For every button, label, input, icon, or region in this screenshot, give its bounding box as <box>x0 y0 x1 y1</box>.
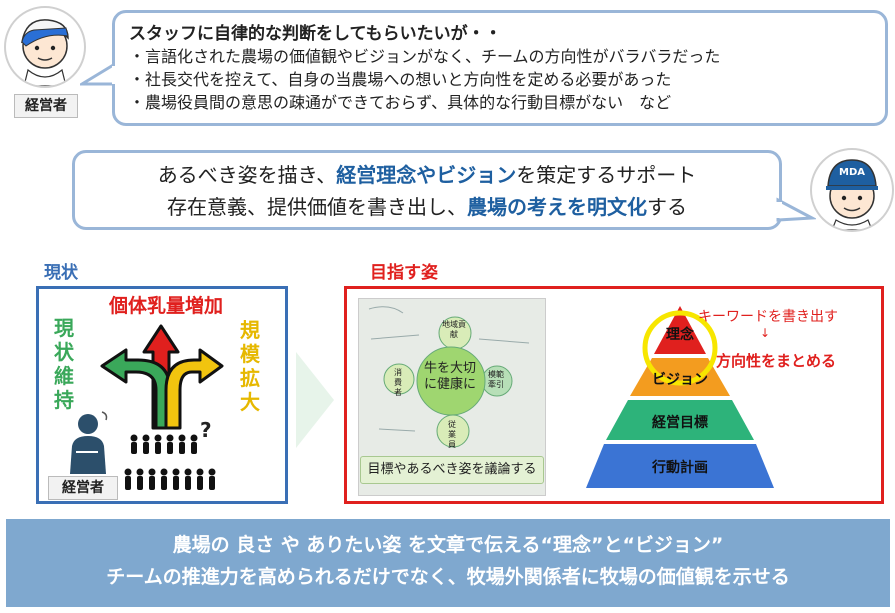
current-title: 現状 <box>44 263 78 283</box>
keyword-highlight-circle <box>642 310 718 386</box>
pyramid-diagram <box>586 306 774 488</box>
conclusion-line-2: チームの推進力を高められるだけでなく、牧場外関係者に牧場の価値観を示せる <box>106 566 790 588</box>
concern-item: ・社長交代を控えて、自身の当農場への想いと方向性を定める必要があった <box>129 70 672 89</box>
mindmap-node: 消費者 <box>394 368 402 397</box>
annotation-keywords: キーワードを書き出す <box>698 309 838 325</box>
question-mark: ? <box>200 418 212 442</box>
crossroad-arrows-icon <box>100 324 224 430</box>
conclusion-band: 農場の 良さ や ありたい姿 を文章で伝える“理念”と“ビジョン” チームの推進… <box>6 519 890 607</box>
annotation-arrow: ↓ <box>760 326 771 340</box>
mindmap-node: 従業員 <box>448 420 456 449</box>
mindmap-node: 模範牽引 <box>488 370 504 389</box>
mindmap-center: 牛を大切に健康に <box>423 361 476 392</box>
pyramid-label: ビジョン <box>652 372 708 388</box>
pyramid-level-2 <box>630 358 730 396</box>
thinking-person-icon <box>70 411 108 474</box>
support-line-1: あるべき姿を描き、経営理念やビジョンを策定するサポート <box>157 163 697 187</box>
consultant-badge: MDA <box>839 167 865 178</box>
mindmap-icon <box>368 306 530 448</box>
concern-item: ・言語化された農場の価値観やビジョンがなく、チームの方向性がバラバラだった <box>129 47 721 66</box>
annotation-direction: 方向性をまとめる <box>716 352 837 370</box>
option-right-label: 規模拡大 <box>240 318 260 414</box>
crowd-icon <box>124 434 216 490</box>
person-label: 経営者 <box>48 476 118 500</box>
concern-item: ・農場役員間の意思の疎通ができておらず、具体的な行動目標がない など <box>129 93 672 112</box>
conclusion-line-1: 農場の 良さ や ありたい姿 を文章で伝える“理念”と“ビジョン” <box>172 534 724 556</box>
speech-tail-mid <box>776 197 816 222</box>
pyramid-level-3 <box>606 400 754 440</box>
concerns-box: スタッフに自律的な判断をしてもらいたいが・・ ・言語化された農場の価値観やビジョ… <box>112 10 888 126</box>
owner-avatar <box>4 6 86 88</box>
option-center-label: 個体乳量増加 <box>108 295 223 317</box>
support-highlight: 農場の考えを明文化 <box>467 195 647 219</box>
pyramid-label: 経営目標 <box>652 415 708 431</box>
pyramid-level-1 <box>654 306 706 354</box>
mindmap-node: 地域貢献 <box>442 320 466 339</box>
support-highlight: 経営理念やビジョン <box>336 163 517 187</box>
consultant-face-icon <box>826 159 878 230</box>
speech-tail-cover <box>112 66 120 84</box>
owner-label: 経営者 <box>14 94 78 118</box>
concerns-headline: スタッフに自律的な判断をしてもらいたいが・・ <box>129 24 502 44</box>
goal-title: 目指す姿 <box>370 263 438 283</box>
pyramid-label: 理念 <box>666 327 694 343</box>
option-left-label: 現状維持 <box>54 316 74 412</box>
woman-avatar-icon <box>21 19 69 86</box>
consultant-avatar: MDA <box>810 148 894 232</box>
support-box: あるべき姿を描き、経営理念やビジョンを策定するサポート 存在意義、提供価値を書き… <box>72 150 782 230</box>
pyramid-level-4 <box>586 444 774 488</box>
transition-arrow-icon <box>296 352 334 448</box>
support-line-2: 存在意義、提供価値を書き出し、農場の考えを明文化する <box>167 195 687 219</box>
photo-caption: 目標やあるべき姿を議論する <box>360 456 544 484</box>
pyramid-label: 行動計画 <box>652 460 708 476</box>
